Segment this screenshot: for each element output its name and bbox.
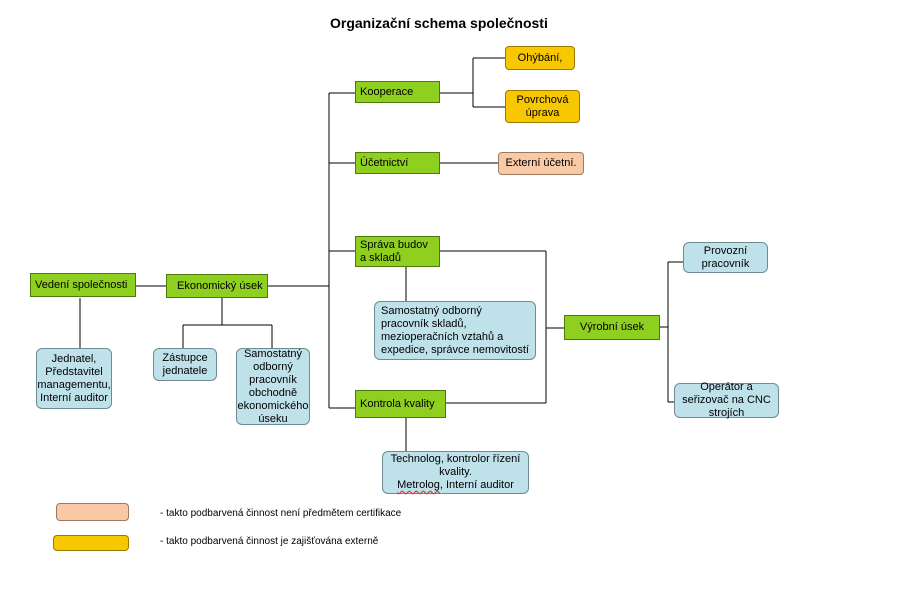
node-jednatel: Jednatel, Představitel managementu, Inte… bbox=[36, 348, 112, 409]
technolog-text: Technolog, kontrolor řízení kvality. bbox=[390, 453, 521, 478]
node-ekonomicky-usek: Ekonomický úsek bbox=[166, 274, 268, 298]
node-povrchova-uprava: Povrchová úprava bbox=[505, 90, 580, 123]
legend-swatch-orange bbox=[53, 535, 129, 551]
node-technolog: Technolog, kontrolor řízení kvality. Met… bbox=[382, 451, 529, 494]
node-vyrobni-usek: Výrobní úsek bbox=[564, 315, 660, 340]
node-sprava-budov: Správa budov a skladů bbox=[355, 236, 440, 267]
node-kooperace: Kooperace bbox=[355, 81, 440, 103]
metrolog-word: Metrolog bbox=[397, 479, 440, 491]
node-samostatny-obchodne: Samostatný odborný pracovník obchodně ek… bbox=[236, 347, 310, 425]
node-kontrola-kvality: Kontrola kvality bbox=[355, 390, 446, 418]
node-externi-ucetni: Externí účetní. bbox=[498, 152, 584, 175]
node-ucetnictvi: Účetnictví bbox=[355, 152, 440, 174]
node-provozni-pracovnik: Provozní pracovník bbox=[683, 242, 768, 273]
metrolog-rest: , Interní auditor bbox=[439, 479, 514, 491]
diagram-title: Organizační schema společnosti bbox=[330, 15, 548, 31]
legend-swatch-peach bbox=[56, 503, 129, 521]
node-operator: Operátor a seřizovač na CNC strojích bbox=[674, 381, 779, 419]
node-zastupce-jednatele: Zástupce jednatele bbox=[153, 348, 217, 381]
node-ohybani: Ohýbání, bbox=[505, 46, 575, 70]
node-samostatny-sklady: Samostatný odborný pracovník skladů, mez… bbox=[374, 301, 536, 360]
metrolog-line: Metrolog, Interní auditor bbox=[397, 479, 514, 492]
node-vedeni-spolecnosti: Vedení společnosti bbox=[30, 273, 136, 297]
legend-text-peach: - takto podbarvená činnost není předměte… bbox=[160, 508, 402, 519]
legend-text-orange: - takto podbarvená činnost je zajišťován… bbox=[160, 536, 379, 547]
